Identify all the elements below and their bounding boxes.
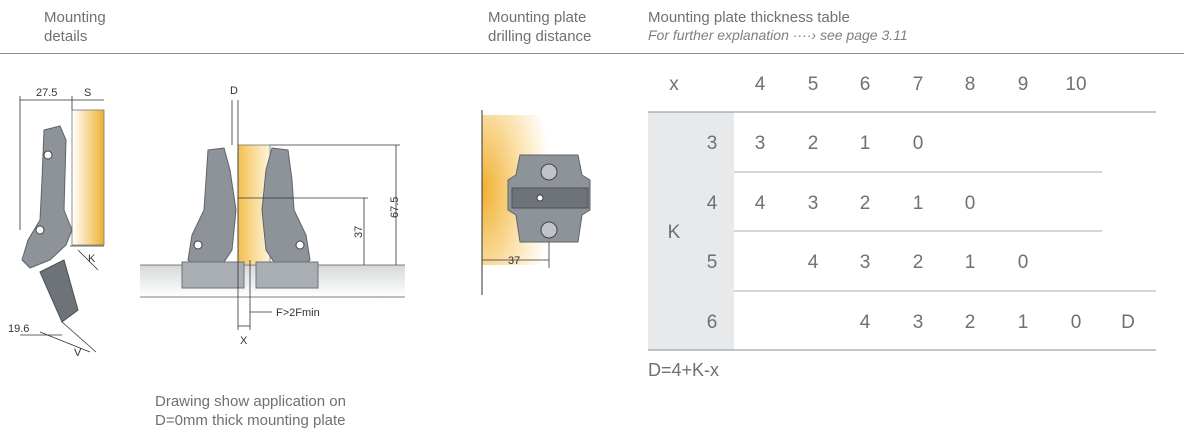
- mounting-plate-left: [181, 261, 245, 289]
- k-value: 6: [707, 312, 718, 333]
- table-cell: 3: [913, 312, 924, 333]
- column-header: 4: [755, 74, 766, 95]
- k-value: 3: [707, 133, 718, 154]
- dim-67-5: 67.5: [389, 197, 401, 218]
- table-cell: 1: [1018, 312, 1029, 333]
- k-value: 4: [707, 193, 718, 214]
- k-axis-label: K: [668, 222, 681, 243]
- dim-v: V: [74, 347, 82, 359]
- table-cell: 2: [860, 193, 871, 214]
- formula: D=4+K-x: [648, 360, 720, 380]
- drawing-caption: Drawing show application on D=0mm thick …: [155, 393, 346, 429]
- dim-k: K: [88, 253, 96, 265]
- hinge-cup-side: [39, 259, 79, 323]
- dim-37-front: 37: [353, 226, 365, 238]
- mounting-plate-right: [255, 261, 319, 289]
- table-cell: 4: [860, 312, 871, 333]
- table-row: 4 4 3 2 1 0: [707, 193, 976, 214]
- side-view-drawing: 27.5 S K 19.6 V: [8, 87, 105, 359]
- column-headers: 4 5 6 7 8 9 10: [755, 74, 1087, 95]
- d-axis-label: D: [1121, 312, 1135, 333]
- dim-s: S: [84, 87, 91, 99]
- table-cell: 3: [808, 193, 819, 214]
- explanation-note: For further explanation ····› see page 3…: [648, 27, 908, 43]
- x-axis-label: x: [669, 74, 679, 95]
- dim-f: F>2Fmin: [276, 307, 320, 319]
- table-cell: 3: [860, 252, 871, 273]
- table-cell: 0: [1071, 312, 1082, 333]
- thickness-table-heading: Mounting plate thickness table: [648, 9, 850, 26]
- dim-19-6: 19.6: [8, 323, 29, 335]
- screw-bottom-icon: [540, 221, 558, 239]
- column-header: 6: [860, 74, 871, 95]
- plate-drilling-drawing: 37: [481, 110, 591, 295]
- table-cell: 4: [808, 252, 819, 273]
- front-view-drawing: D 67.5 37 F>2Fmin X: [140, 85, 405, 347]
- k-value: 5: [707, 252, 718, 273]
- table-row: 3 3 2 1 0: [707, 133, 924, 154]
- table-cell: 0: [965, 193, 976, 214]
- hinge-arm-side: [21, 125, 73, 269]
- door-panel: [71, 109, 105, 246]
- column-header: 8: [965, 74, 976, 95]
- table-row: 6 4 3 2 1 0: [707, 312, 1082, 333]
- table-cell: 1: [965, 252, 976, 273]
- dim-d: D: [230, 85, 238, 97]
- hinge-drawings: 27.5 S K 19.6 V D 67.5 37: [8, 85, 591, 359]
- table-row: 5 4 3 2 1 0: [707, 252, 1029, 273]
- dim-x: X: [240, 335, 248, 347]
- hinge-right: [261, 147, 311, 271]
- k-column-shade: [648, 112, 734, 350]
- table-cell: 0: [913, 133, 924, 154]
- column-header: 9: [1018, 74, 1029, 95]
- screw-top-icon: [540, 163, 558, 181]
- hinge-left: [187, 147, 237, 271]
- table-cell: 2: [913, 252, 924, 273]
- table-cell: 2: [965, 312, 976, 333]
- column-header: 5: [808, 74, 819, 95]
- table-cell: 2: [808, 133, 819, 154]
- table-cell: 0: [1018, 252, 1029, 273]
- drilling-distance-heading: Mounting plate drilling distance: [488, 9, 592, 45]
- dim-37-plate: 37: [508, 255, 520, 267]
- table-cell: 1: [913, 193, 924, 214]
- table-cell: 4: [755, 193, 766, 214]
- header-divider: [0, 53, 1184, 54]
- mounting-details-heading: Mounting details: [44, 9, 106, 45]
- table-cell: 3: [755, 133, 766, 154]
- column-header: 10: [1065, 74, 1086, 95]
- table-cell: 1: [860, 133, 871, 154]
- column-header: 7: [913, 74, 924, 95]
- thickness-table: x K D 4 5 6 7 8 9 10 3 3 2 1 0 4 4 3 2 1…: [648, 74, 1156, 351]
- dim-27-5: 27.5: [36, 87, 57, 99]
